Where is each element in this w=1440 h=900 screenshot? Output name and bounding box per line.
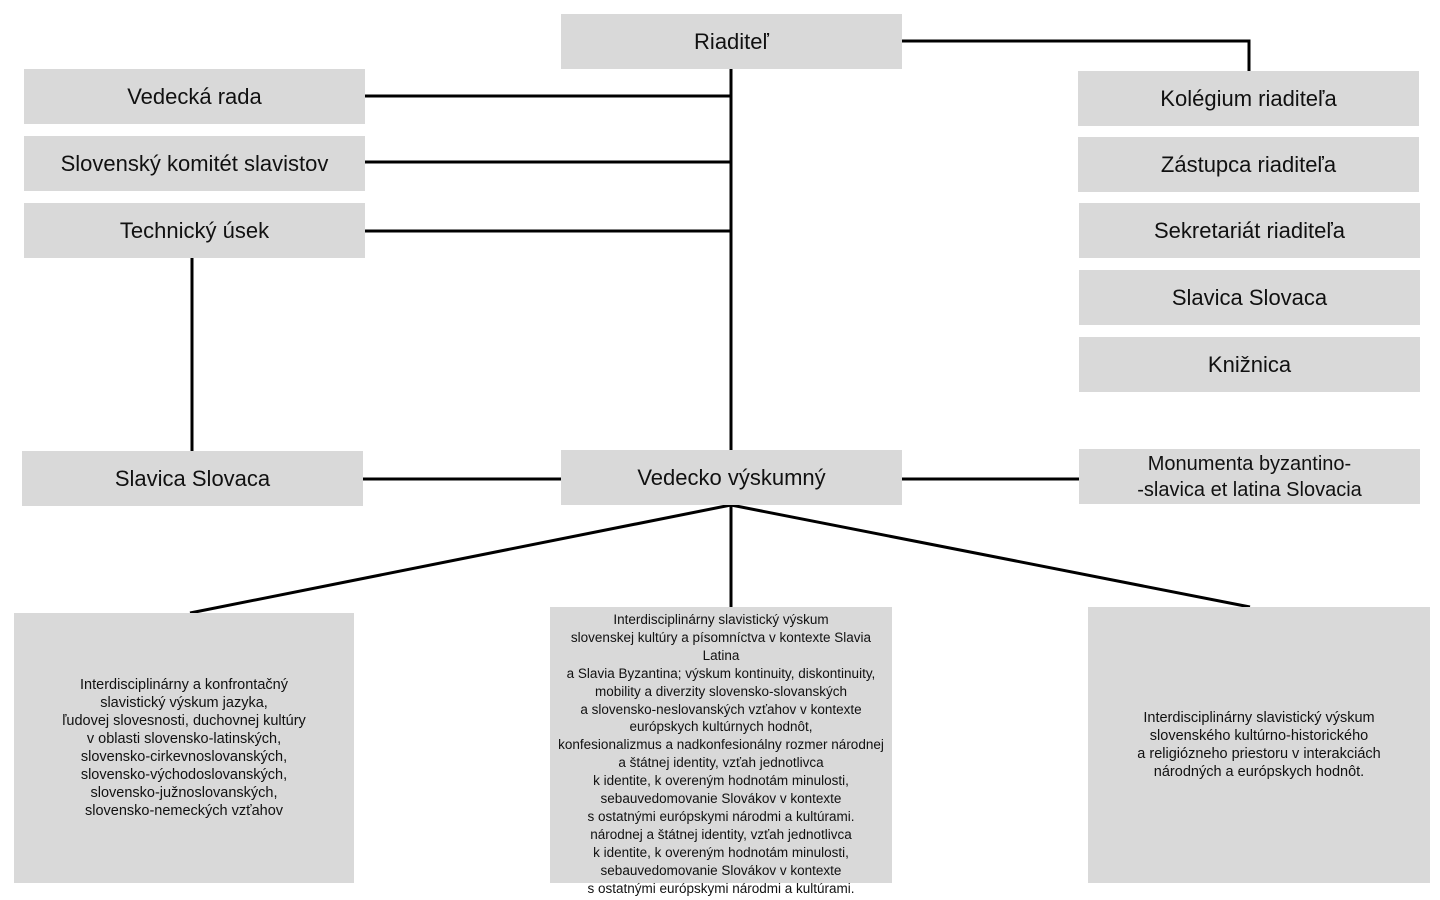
monumenta-box: Monumenta byzantino- -slavica et latina … — [1079, 449, 1420, 504]
research-label: Vedecko výskumný — [637, 464, 826, 490]
slavica-slovaca-right-box: Slavica Slovaca — [1079, 270, 1420, 325]
library-label: Knižnica — [1207, 351, 1292, 377]
director-box: Riaditeľ — [561, 14, 902, 69]
slavica-slovaca-right-label: Slavica Slovaca — [1171, 284, 1328, 310]
deputy-label: Zástupca riaditeľa — [1160, 151, 1337, 177]
right-research-text-box: Interdisciplinárny slavistický výskum sl… — [1088, 607, 1430, 883]
collegium-box: Kolégium riaditeľa — [1078, 71, 1419, 126]
slovak-committee-label: Slovenský komitét slavistov — [60, 150, 329, 176]
left-research-text-box: Interdisciplinárny a konfrontačný slavis… — [14, 613, 354, 883]
library-box: Knižnica — [1079, 337, 1420, 392]
right-research-text: Interdisciplinárny slavistický výskum sl… — [1137, 710, 1381, 780]
slavica-slovaca-left-box: Slavica Slovaca — [22, 451, 363, 506]
collegium-label: Kolégium riaditeľa — [1160, 85, 1337, 111]
monumenta-label: Monumenta byzantino- -slavica et latina … — [1137, 452, 1362, 501]
center-research-text: Interdisciplinárny slavistický výskum sl… — [558, 612, 884, 896]
line-director-to-kolegium — [901, 39, 1251, 71]
slovak-committee-box: Slovenský komitét slavistov — [24, 136, 365, 191]
research-box: Vedecko výskumný — [561, 450, 902, 505]
technical-dept-label: Technický úsek — [119, 217, 270, 243]
slavica-slovaca-left-label: Slavica Slovaca — [114, 465, 271, 491]
scientific-council-label: Vedecká rada — [127, 83, 262, 109]
scientific-council-box: Vedecká rada — [24, 69, 365, 124]
center-research-text-box: Interdisciplinárny slavistický výskum sl… — [550, 607, 892, 896]
left-research-text: Interdisciplinárny a konfrontačný slavis… — [62, 677, 306, 819]
director-label: Riaditeľ — [694, 28, 769, 54]
line-research-to-right-text — [730, 503, 1251, 609]
deputy-box: Zástupca riaditeľa — [1078, 137, 1419, 192]
secretariat-label: Sekretariát riaditeľa — [1153, 217, 1346, 243]
line-research-to-left-text — [189, 503, 732, 615]
technical-dept-box: Technický úsek — [24, 203, 365, 258]
secretariat-box: Sekretariát riaditeľa — [1079, 203, 1420, 258]
